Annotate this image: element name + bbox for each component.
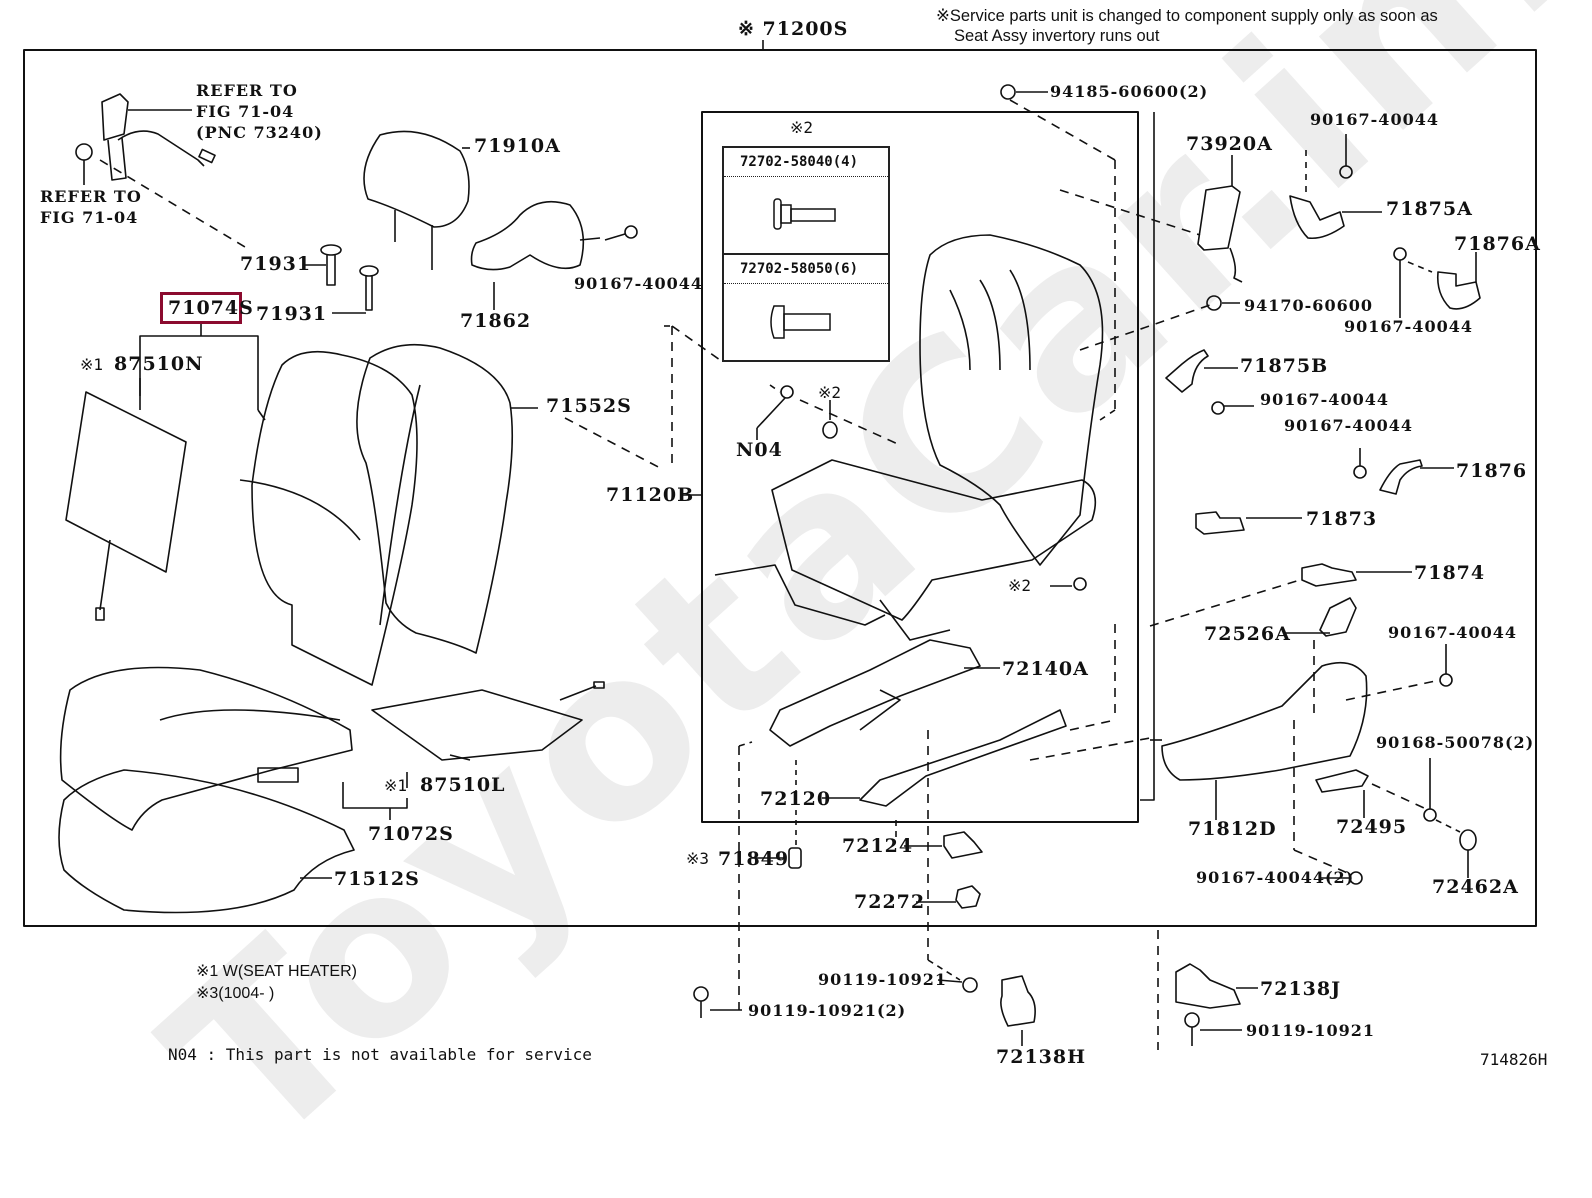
part-71074S[interactable]: 71074S [168, 297, 254, 319]
part-90119-10921-2[interactable]: 90119-10921(2) [748, 1001, 907, 1020]
refer-to-belt[interactable]: REFER TO FIG 71-04 (PNC 73240) [196, 81, 323, 142]
seat-belt-buckle-drawing [101, 93, 216, 181]
headrest-drawing [363, 130, 470, 270]
part-71072S[interactable]: 71072S [368, 823, 454, 845]
part-71876A[interactable]: 71876A [1454, 233, 1541, 255]
inset-row-2-bolt [724, 284, 888, 360]
service-note-line1: ※Service parts unit is changed to compon… [936, 7, 1438, 25]
bracket-72138J-drawing [1175, 963, 1241, 1009]
part-90119-10921-a[interactable]: 90119-10921 [818, 970, 947, 989]
part-73920A[interactable]: 73920A [1186, 133, 1273, 155]
part-94185-60600[interactable]: 94185-60600(2) [1050, 82, 1209, 101]
footnote-seat-heater: ※1 W(SEAT HEATER) [196, 963, 357, 980]
part-72140A[interactable]: 72140A [1002, 658, 1089, 680]
highlighted-part-box[interactable] [160, 292, 242, 324]
bolt-flange-icon [773, 198, 836, 230]
clip-72272-drawing [955, 885, 981, 909]
marker-2-b: ※2 [1008, 576, 1032, 595]
seat-cushion-cover-drawing [58, 769, 355, 914]
clip-72124-drawing [943, 831, 983, 859]
knob-72526A-drawing [1319, 597, 1357, 637]
part-72495[interactable]: 72495 [1336, 816, 1408, 838]
clip-71874-drawing [1301, 563, 1357, 587]
pin-71849-drawing [788, 847, 802, 869]
seatback-shield-drawing [470, 200, 601, 310]
seatback-cover-drawing [356, 343, 538, 654]
part-90167-40044-71876[interactable]: 90167-40044 [1284, 416, 1413, 435]
inset-row-1-part[interactable]: 72702-58040(4) [724, 148, 888, 177]
inset-row-1-bolt [724, 177, 888, 255]
footnote-n04: N04 : This part is not available for ser… [168, 1045, 592, 1064]
part-71812D[interactable]: 71812D [1188, 818, 1277, 840]
part-71873[interactable]: 71873 [1306, 508, 1378, 530]
marker-87510N: ※1 [80, 355, 104, 374]
part-72138J[interactable]: 72138J [1260, 978, 1342, 1000]
service-note: ※Service parts unit is changed to compon… [936, 6, 1438, 46]
assembly-part-label[interactable]: ※ 71200S [738, 18, 849, 40]
part-72526A[interactable]: 72526A [1204, 623, 1291, 645]
part-71875A[interactable]: 71875A [1386, 198, 1473, 220]
part-71874[interactable]: 71874 [1414, 562, 1486, 584]
clip-71873-drawing [1195, 511, 1245, 535]
part-N04[interactable]: N04 [736, 439, 783, 461]
part-71875B[interactable]: 71875B [1240, 355, 1329, 377]
part-90119-10921-c[interactable]: 90119-10921 [1246, 1021, 1375, 1040]
diagram-frame [23, 49, 1537, 927]
part-71862[interactable]: 71862 [460, 310, 532, 332]
seat-frame-drawing [714, 234, 1104, 641]
inset-row-2-part[interactable]: 72702-58050(6) [724, 255, 888, 284]
cover-71875A-drawing [1289, 134, 1382, 240]
part-90167-40044-71876A[interactable]: 90167-40044 [1344, 317, 1473, 336]
cap-72462A-drawing [1459, 829, 1477, 851]
part-87510N[interactable]: 87510N [114, 353, 204, 375]
marker-71849: ※3 [686, 849, 710, 868]
part-72138H[interactable]: 72138H [996, 1046, 1087, 1068]
part-90167-40044-headrest[interactable]: 90167-40044 [574, 274, 703, 293]
part-90167-40044-knob[interactable]: 90167-40044 [1388, 623, 1517, 642]
parts-diagram-artwork [23, 40, 1537, 1050]
lever-72495-drawing [1315, 769, 1369, 793]
part-71849[interactable]: 71849 [718, 848, 790, 870]
part-71931-b[interactable]: 71931 [256, 303, 328, 325]
bracket-72138H-drawing [1000, 975, 1036, 1027]
part-90167-40044-71875B[interactable]: 90167-40044 [1260, 390, 1389, 409]
marker-2-a: ※2 [818, 383, 842, 402]
part-94170-60600[interactable]: 94170-60600 [1244, 296, 1373, 315]
part-90167-40044-2[interactable]: 90167-40044(2) [1196, 868, 1355, 887]
figure-id: 714826H [1480, 1050, 1548, 1069]
part-71512S[interactable]: 71512S [334, 868, 420, 890]
part-71876[interactable]: 71876 [1456, 460, 1528, 482]
seat-rail-drawing [769, 624, 1151, 807]
seatback-pad-drawing [239, 350, 418, 686]
marker-87510L: ※1 [384, 776, 408, 795]
fastener-inset-box: 72702-58040(4) 72702-58050(6) [722, 146, 890, 362]
cover-71875B-drawing [1165, 349, 1254, 415]
footnote-production-date: ※3(1004- ) [196, 985, 275, 1002]
inset-marker: ※2 [790, 118, 814, 137]
part-71120B[interactable]: 71120B [606, 484, 695, 506]
part-87510L[interactable]: 87510L [420, 774, 506, 796]
part-72124[interactable]: 72124 [842, 835, 914, 857]
refer-to-nut[interactable]: REFER TO FIG 71-04 [40, 187, 142, 227]
seat-cushion-pad-drawing [59, 666, 353, 831]
part-72120[interactable]: 72120 [760, 788, 832, 810]
side-shield-71812D-drawing [1150, 661, 1368, 820]
part-90168-50078[interactable]: 90168-50078(2) [1376, 733, 1535, 752]
side-airbag-drawing [1197, 155, 1243, 283]
cover-71876-drawing [1353, 448, 1454, 495]
part-72272[interactable]: 72272 [854, 891, 926, 913]
service-note-line2: Seat Assy invertory runs out [954, 27, 1160, 45]
cushion-heater-panel-drawing [371, 681, 605, 788]
part-71552S[interactable]: 71552S [546, 395, 632, 417]
headrest-support-drawing [303, 244, 379, 314]
seatback-heater-panel-drawing [65, 378, 187, 621]
frame-subassembly-box [701, 111, 1139, 823]
part-71931-a[interactable]: 71931 [240, 253, 312, 275]
cover-71876A-drawing [1393, 247, 1481, 318]
part-71910A[interactable]: 71910A [474, 135, 561, 157]
part-90167-40044-top[interactable]: 90167-40044 [1310, 110, 1439, 129]
bolt-pan-head-icon [770, 305, 831, 339]
part-72462A[interactable]: 72462A [1432, 876, 1519, 898]
